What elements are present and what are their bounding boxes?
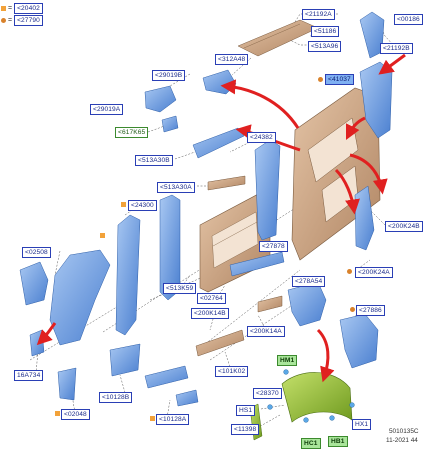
legend-square-row: = <20402: [1, 3, 43, 14]
callout-617K65[interactable]: <617K65: [115, 127, 149, 138]
square-marker-icon: [100, 233, 105, 238]
callout-27886[interactable]: <27886: [356, 305, 385, 316]
tan-strips: [195, 175, 283, 357]
callout-513K59[interactable]: <513K59: [163, 283, 197, 294]
clips: [267, 369, 355, 423]
callout-21192B[interactable]: <21192B: [380, 43, 413, 54]
callout-41037[interactable]: <41037: [325, 74, 354, 85]
red-arrows: [36, 53, 406, 383]
callout-HC1[interactable]: HC1: [301, 438, 321, 449]
callout-24382[interactable]: <24382: [247, 132, 276, 143]
legend-equals: =: [8, 17, 13, 24]
callout-16A734[interactable]: 16A734: [14, 370, 44, 381]
square-marker-icon: [55, 411, 60, 416]
callout-101K02[interactable]: <101K02: [215, 366, 249, 377]
blue-parts: [19, 11, 393, 407]
legend-dot-row: = <27790: [1, 15, 43, 26]
callout-29019A[interactable]: <29019A: [90, 104, 124, 115]
square-marker-icon: [121, 202, 126, 207]
callout-28370[interactable]: <28370: [253, 388, 282, 399]
callout-HX1[interactable]: HX1: [352, 419, 372, 430]
callout-21192A[interactable]: <21192A: [302, 9, 335, 20]
dot-marker-icon: [347, 269, 352, 274]
square-marker-icon: [150, 416, 155, 421]
wheel-arch-liner: [249, 372, 353, 441]
callout-24300[interactable]: <24300: [128, 200, 157, 211]
callout-27878[interactable]: <27878: [259, 241, 288, 252]
legend-dot-code: <27790: [14, 15, 43, 26]
callout-513A30A[interactable]: <513A30A: [157, 182, 195, 193]
callout-10128B[interactable]: <10128B: [99, 392, 133, 403]
dot-marker-icon: [1, 18, 6, 23]
callout-278A54[interactable]: <278A54: [292, 276, 326, 287]
callout-200K14A[interactable]: <200K14A: [247, 326, 285, 337]
callout-11398[interactable]: <11398: [231, 424, 260, 435]
callout-HB1[interactable]: HB1: [328, 436, 348, 447]
legend-square-code: <20402: [14, 3, 43, 14]
callout-00186[interactable]: <00186: [394, 14, 423, 25]
roof-rail-bracket: [237, 19, 319, 57]
callout-HM1[interactable]: HM1: [277, 355, 298, 366]
drawing-date: 11-2021 44: [386, 437, 418, 444]
callout-HS1[interactable]: HS1: [236, 405, 256, 416]
callout-51186[interactable]: <51186: [311, 26, 340, 37]
dot-marker-icon: [318, 77, 323, 82]
callout-02048[interactable]: <02048: [61, 409, 90, 420]
callout-200K14B[interactable]: <200K14B: [191, 308, 229, 319]
square-marker-icon: [1, 6, 6, 11]
callout-10128A[interactable]: <10128A: [156, 414, 190, 425]
callout-02508[interactable]: <02508: [22, 247, 51, 258]
drawing-code: 5010135C: [389, 428, 419, 435]
callout-513A96[interactable]: <513A96: [308, 41, 342, 52]
callout-513A30B[interactable]: <513A30B: [135, 155, 173, 166]
callout-312A48[interactable]: <312A48: [215, 54, 249, 65]
callout-02764[interactable]: <02764: [197, 293, 226, 304]
legend-equals: =: [8, 5, 13, 12]
callout-200K24A[interactable]: <200K24A: [355, 267, 393, 278]
callout-29019B[interactable]: <29019B: [152, 70, 186, 81]
dot-marker-icon: [350, 307, 355, 312]
callout-200K24B[interactable]: <200K24B: [385, 221, 423, 232]
